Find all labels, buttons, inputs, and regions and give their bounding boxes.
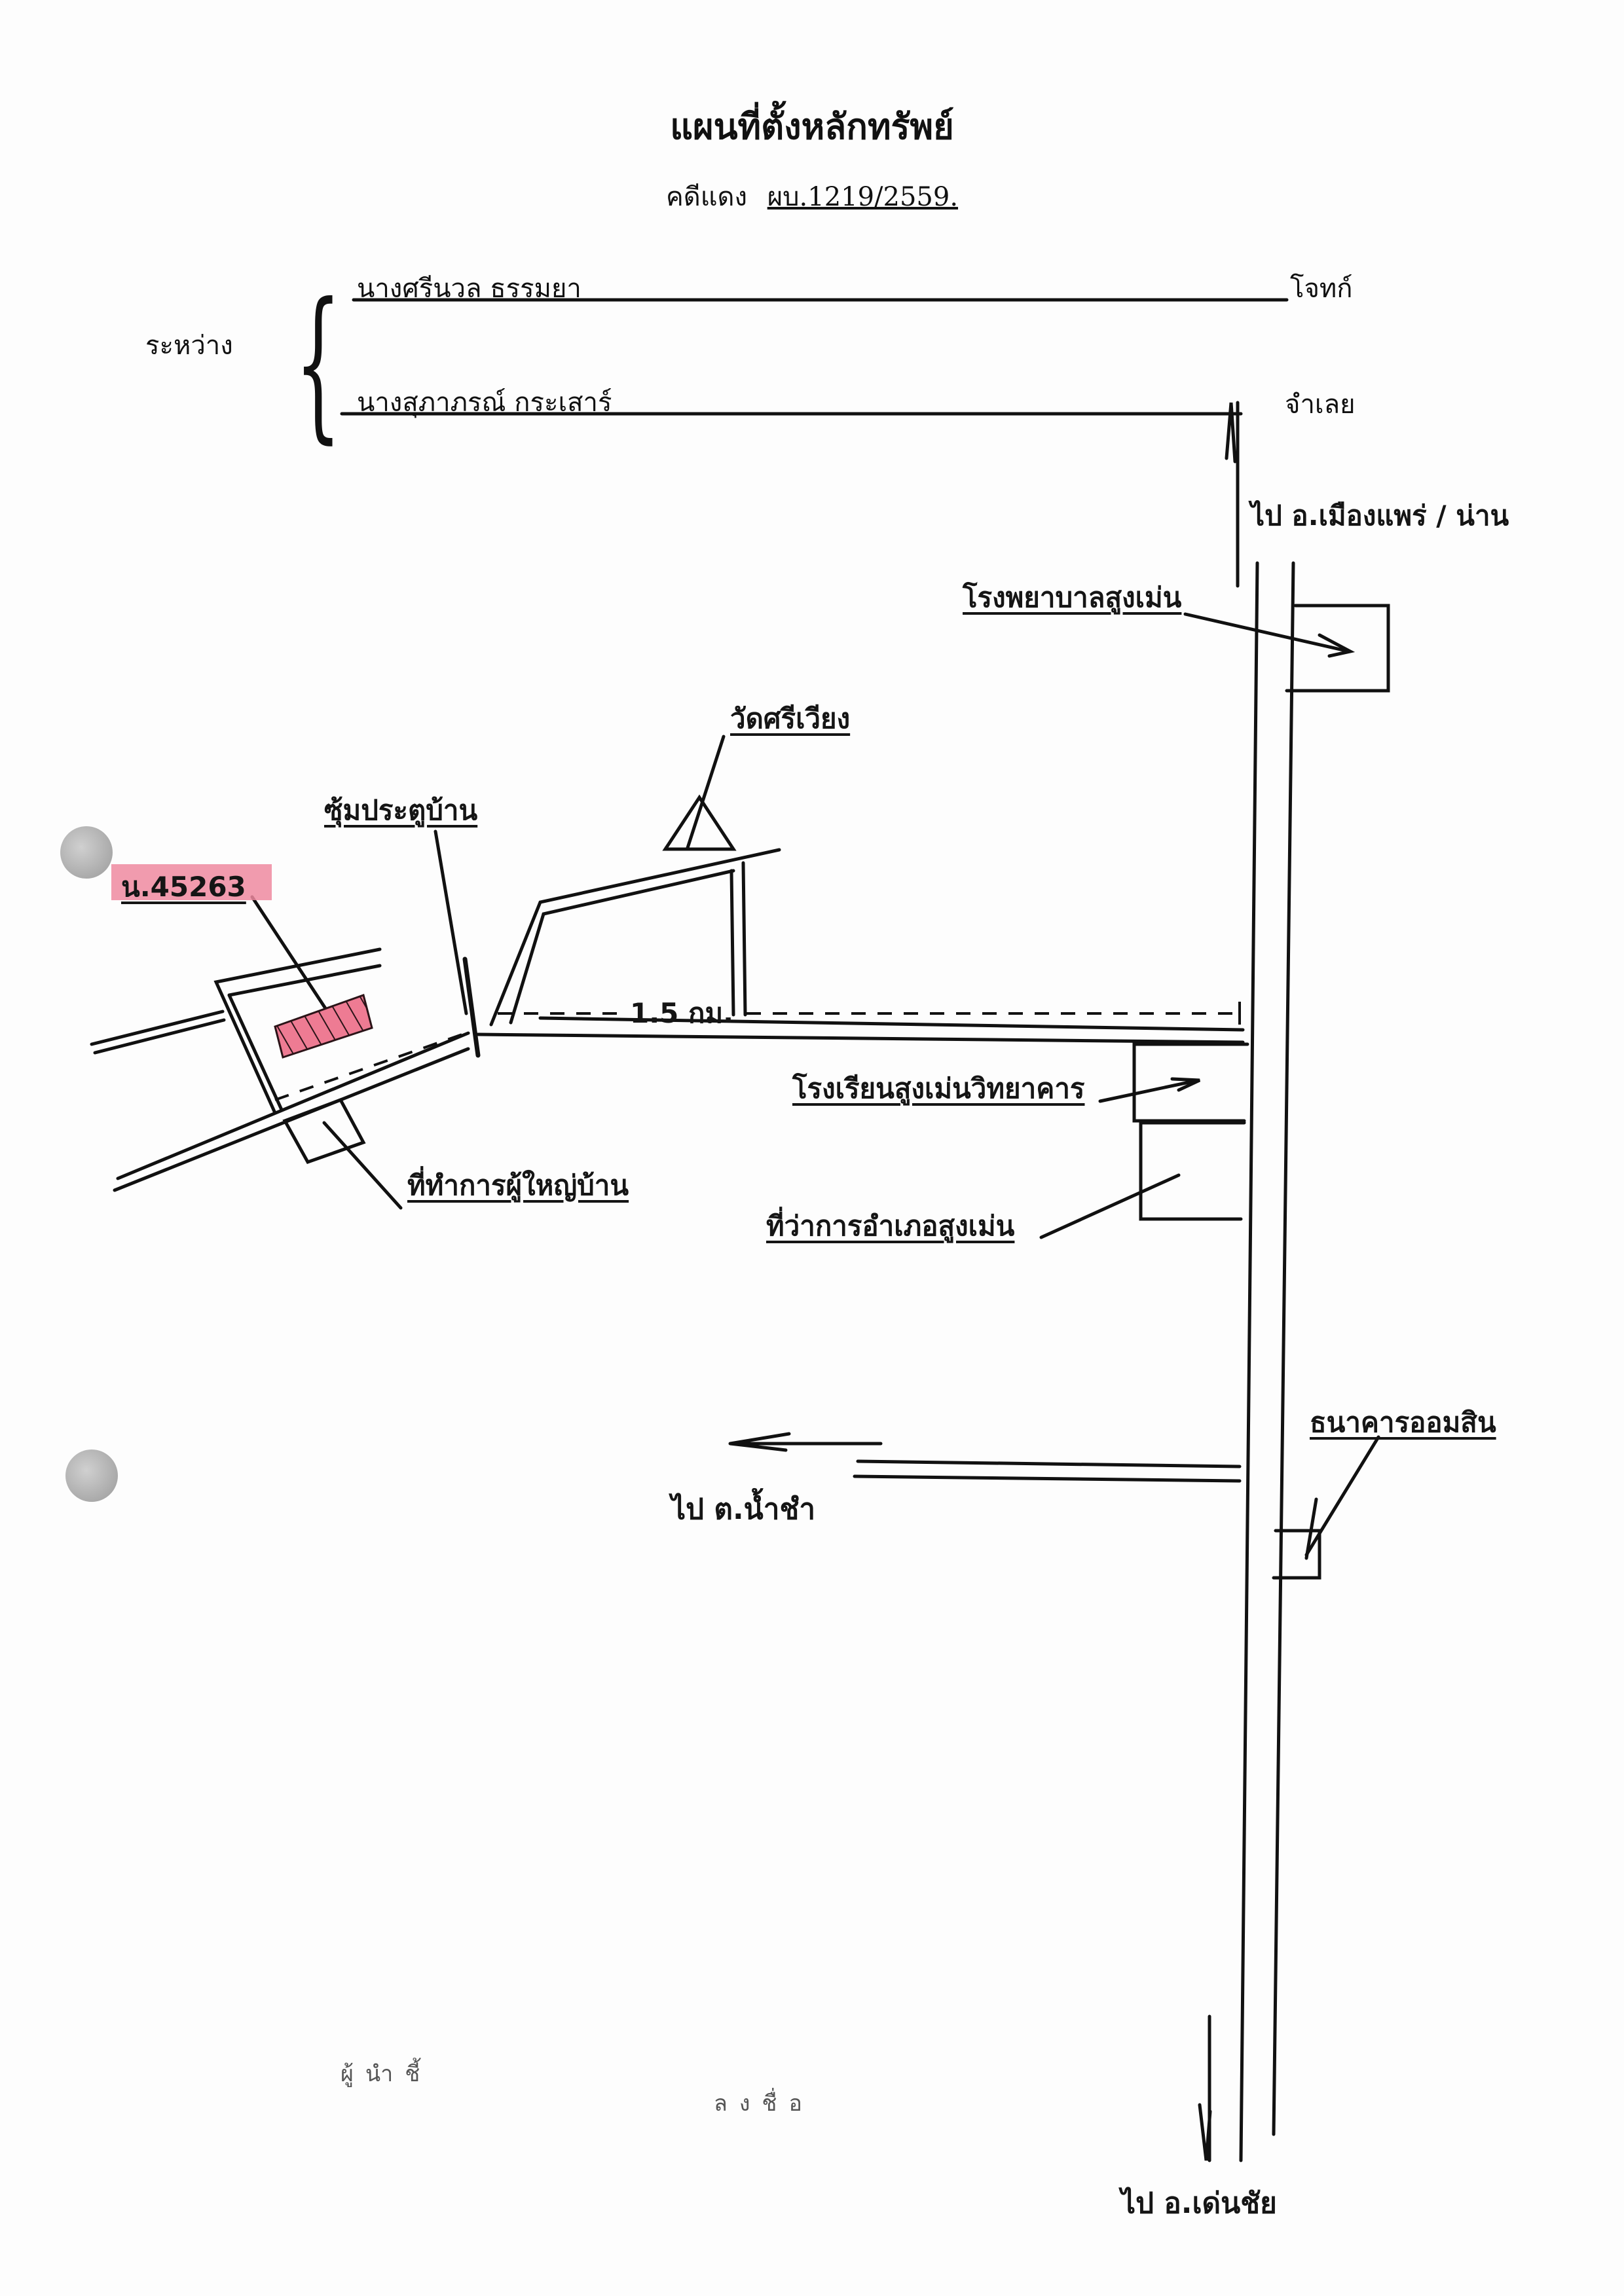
- parcel-hatched-area: [274, 994, 373, 1059]
- village-road-top: [538, 1016, 1245, 1032]
- parcel-number-label: น.45263: [121, 871, 246, 903]
- gate-label: ซุ้มประตูบ้าน: [324, 794, 478, 826]
- temple-spur-right: [741, 861, 747, 1017]
- district-office-pointer: [1039, 1173, 1181, 1239]
- direction-south-label: ไป อ.เด่นชัย: [1121, 2187, 1277, 2220]
- faint-signature-left: ผู้นำชี้: [341, 2061, 432, 2087]
- temple-road-right: [509, 869, 735, 1025]
- west-arrow-head: [729, 1432, 791, 1452]
- bank-pointer: [1304, 1435, 1380, 1557]
- direction-north-label: ไป อ.เมืองแพร่ / น่าน: [1251, 500, 1509, 532]
- headman-office-label: ที่ทำการผู้ใหญ่บ้าน: [407, 1169, 629, 1201]
- gate-marker: [462, 957, 481, 1058]
- west-road-top: [856, 1459, 1242, 1468]
- direction-west-label: ไป ต.น้ำชำ: [671, 1493, 816, 1526]
- plaintiff-role: โจทก์: [1290, 274, 1353, 304]
- bank-box: [1272, 1529, 1321, 1580]
- defendant-role: จำเลย: [1285, 390, 1356, 420]
- school-box: [1132, 1042, 1249, 1123]
- distance-label: 1.5 กม.: [630, 997, 734, 1029]
- south-arrow-head: [1198, 2103, 1212, 2161]
- case-label: คดีแดง: [665, 182, 747, 212]
- temple-road-left: [489, 848, 781, 1027]
- village-road-bottom: [476, 1032, 1245, 1044]
- parcel-pointer: [250, 895, 336, 1023]
- highway-left-edge: [1239, 561, 1259, 2162]
- parcel-dashed-frontage: [274, 1030, 472, 1101]
- temple-label: วัดศรีเวียง: [730, 702, 851, 735]
- between-label: ระหว่าง: [145, 331, 233, 361]
- district-office-label: ที่ว่าการอำเภอสูงเม่น: [766, 1210, 1015, 1242]
- temple-symbol: [662, 794, 737, 851]
- school-pointer: [1098, 1078, 1200, 1103]
- parcel-label-highlight: [111, 864, 272, 900]
- punch-hole-top: [60, 826, 113, 879]
- punch-hole-bottom: [65, 1449, 118, 1502]
- party-brace: {: [295, 268, 342, 458]
- north-arrow-head: [1225, 402, 1237, 464]
- bank-label: ธนาคารออมสิน: [1310, 1406, 1496, 1438]
- headman-pointer: [322, 1121, 403, 1210]
- hospital-box: [1285, 604, 1390, 693]
- school-label: โรงเรียนสูงเม่นวิทยาคาร: [792, 1072, 1085, 1104]
- case-number: ผบ.1219/2559.: [767, 182, 959, 212]
- district-office-box: [1139, 1121, 1246, 1221]
- west-road-bottom: [853, 1474, 1242, 1483]
- document-title: แผนที่ตั้งหลักทรัพย์: [670, 105, 954, 147]
- hospital-label: โรงพยาบาลสูงเม่น: [963, 581, 1182, 613]
- parcel-plot: [213, 947, 382, 1115]
- case-number-line: คดีแดง ผบ.1219/2559.: [0, 175, 1624, 217]
- parcel-lane-top: [116, 1031, 470, 1180]
- faint-signature-mid: ลงชื่อ: [714, 2090, 814, 2117]
- highway-right-edge: [1272, 561, 1295, 2136]
- hospital-pointer: [1183, 612, 1351, 653]
- gate-pointer: [434, 829, 468, 1015]
- headman-office-box: [282, 1097, 366, 1165]
- temple-spur-left: [729, 869, 735, 1017]
